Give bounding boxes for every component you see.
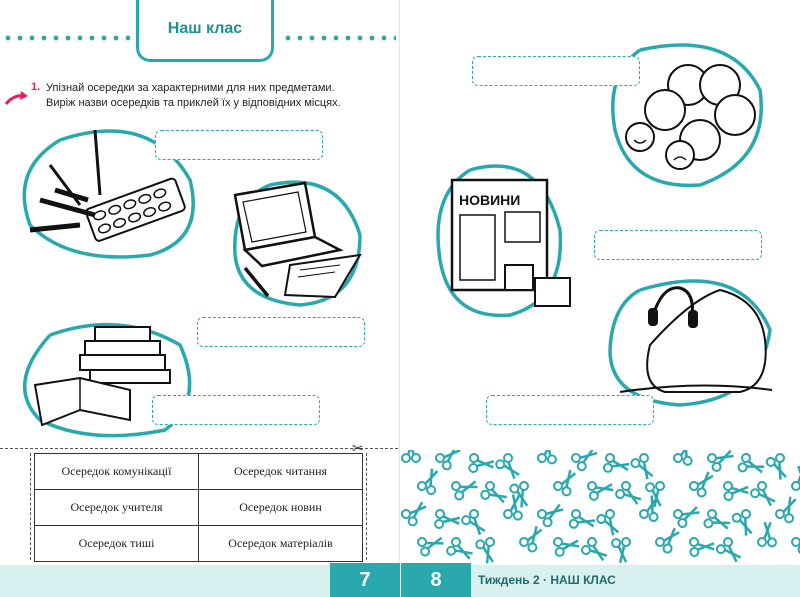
answer-slot-art[interactable]	[155, 130, 323, 160]
scissors-pattern-icon	[444, 535, 477, 565]
page-title: Наш клас	[167, 20, 243, 37]
scissors-pattern-icon	[535, 498, 568, 530]
scissors-pattern-icon	[748, 479, 781, 512]
page-number-left: 7	[330, 563, 400, 597]
scissors-pattern-icon	[687, 466, 719, 500]
scissors-pattern-icon	[493, 451, 525, 484]
scissors-pattern-icon	[569, 450, 602, 474]
scissors-pattern-icon	[756, 520, 778, 548]
scissors-pattern-icon	[536, 450, 560, 466]
scissors-pattern-icon	[579, 535, 612, 565]
scissors-pattern-icon	[628, 451, 659, 484]
answer-slot-books[interactable]	[152, 395, 320, 425]
illustrations: НОВИНИ	[22, 43, 773, 438]
scissors-pattern-icon	[415, 530, 447, 558]
scissors-pattern-icon	[478, 479, 511, 510]
cutout-labels-table: Осередок комунікації Осередок читання Ос…	[34, 453, 363, 562]
cutout-label[interactable]: Осередок читання	[198, 453, 363, 490]
cutout-label[interactable]: Осередок тиші	[34, 525, 199, 562]
scissors-icon: ✂	[352, 440, 364, 456]
scissors-pattern-icon	[415, 464, 445, 497]
scissors-pattern-icon	[736, 451, 768, 480]
scissors-pattern-icon	[637, 492, 665, 524]
emotions-flower-illustration	[611, 43, 763, 188]
answer-slot-emotions[interactable]	[472, 56, 640, 86]
task-line-2: Виріж назви осередків та приклей їх у ві…	[46, 97, 341, 109]
task-instructions: Упізнай осередки за характерними для них…	[46, 81, 376, 111]
table-row: Осередок тиші Осередок матеріалів	[34, 525, 363, 562]
cutout-label[interactable]: Осередок новин	[198, 489, 363, 526]
scissors-pattern-icon	[773, 492, 800, 525]
cut-line	[0, 448, 398, 449]
task-marker-icon	[4, 91, 28, 105]
scissors-pattern-icon	[433, 508, 462, 531]
scissors-pattern-icon	[601, 452, 632, 478]
scissors-pattern-icon	[474, 535, 500, 565]
header-dots-right	[282, 35, 396, 41]
scissors-pattern-icon	[467, 452, 496, 475]
scissors-pattern-icon	[586, 477, 616, 502]
scissors-pattern-icon	[671, 500, 704, 530]
scissors-pattern-icon	[400, 496, 432, 529]
page-title-tab: Наш клас	[136, 0, 274, 62]
header-dots-left	[2, 35, 130, 41]
scissors-pattern-icon	[517, 521, 548, 555]
scissors-pattern-icon	[567, 507, 598, 534]
art-supplies-illustration	[22, 129, 195, 259]
answer-slot-news[interactable]	[594, 230, 762, 260]
scissors-pattern-icon	[551, 465, 582, 499]
news-board-title: НОВИНИ	[459, 192, 520, 208]
scissors-pattern-icon	[433, 450, 466, 473]
cutout-label[interactable]: Осередок комунікації	[34, 453, 199, 490]
scissors-pattern-icon	[701, 507, 734, 536]
scissors-pattern-icon	[705, 450, 738, 474]
teacher-laptop-illustration	[233, 180, 362, 307]
scissors-pattern-icon	[653, 523, 685, 556]
task-number: 1.	[31, 81, 41, 93]
scissors-pattern-art	[400, 450, 800, 565]
scissors-pattern-icon	[449, 474, 481, 502]
cutout-label[interactable]: Осередок учителя	[34, 489, 199, 526]
scissors-pattern-icon	[722, 479, 750, 502]
scissors-pattern-icon	[613, 479, 646, 511]
scissors-pattern-icon	[789, 524, 800, 557]
cutout-label[interactable]: Осередок матеріалів	[198, 525, 363, 562]
footer-bar	[0, 565, 800, 597]
scissors-pattern-icon	[790, 464, 800, 492]
news-board-illustration: НОВИНИ	[436, 164, 571, 318]
scissors-pattern-icon	[764, 451, 793, 484]
answer-slot-quiet[interactable]	[486, 395, 654, 425]
scissors-pattern-icon	[688, 536, 716, 558]
scissors-pattern	[400, 450, 800, 565]
answer-slot-teacher[interactable]	[197, 317, 365, 347]
scissors-pattern-icon	[594, 507, 625, 540]
scissors-pattern-icon	[400, 450, 422, 464]
books-illustration	[22, 322, 192, 438]
week-label: Тиждень 2 · НАШ КЛАС	[478, 573, 616, 587]
scissors-pattern-icon	[552, 533, 582, 558]
cut-edge-left	[30, 453, 32, 560]
scissors-pattern-icon	[610, 536, 634, 565]
scissors-pattern-icon	[730, 507, 759, 540]
table-row: Осередок учителя Осередок новин	[34, 489, 363, 526]
scissors-pattern-icon	[714, 535, 747, 565]
quiet-corner-illustration	[608, 279, 773, 407]
page-number-right: 8	[401, 563, 471, 597]
cut-edge-right	[366, 453, 368, 560]
scissors-pattern-icon	[644, 480, 668, 509]
page-divider	[399, 0, 400, 565]
scissors-pattern-icon	[671, 450, 699, 467]
scissors-pattern-icon	[459, 507, 491, 540]
table-row: Осередок комунікації Осередок читання	[34, 453, 363, 490]
task-line-1: Упізнай осередки за характерними для них…	[46, 82, 335, 94]
